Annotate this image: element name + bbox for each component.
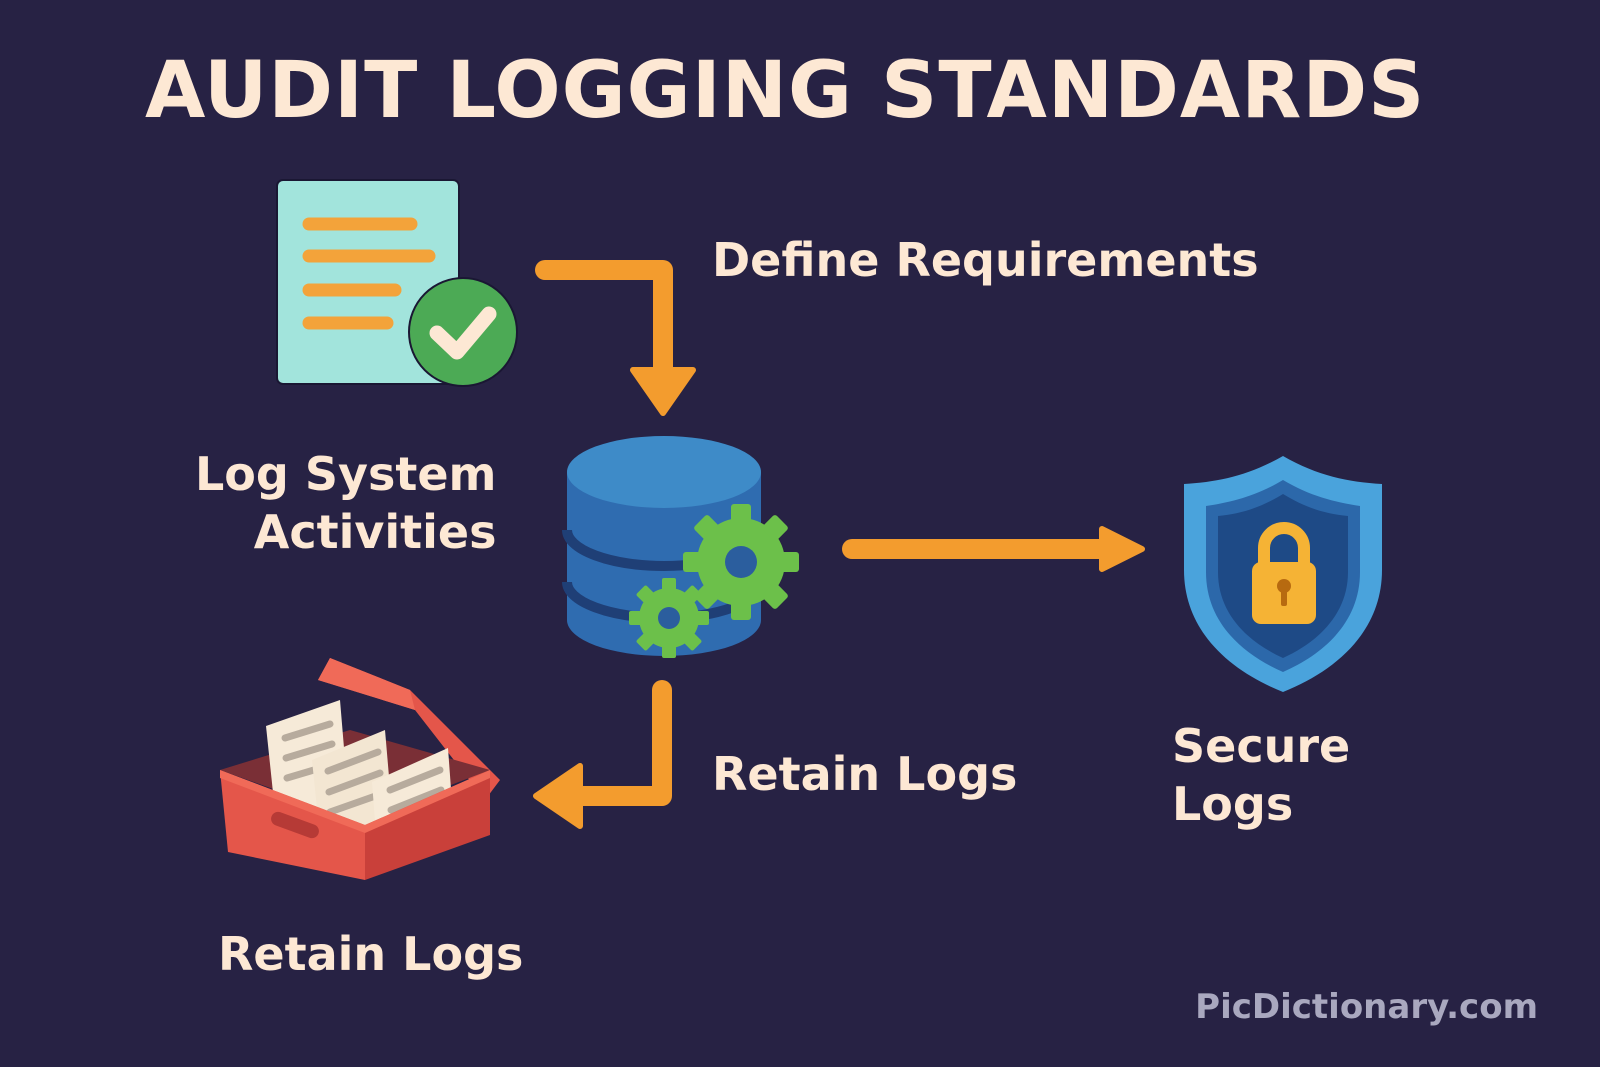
secure-logs-label: Secure Logs — [1172, 719, 1351, 831]
database-gears-icon — [562, 436, 799, 658]
retain-logs-arrow-label: Retain Logs — [712, 747, 1018, 801]
define-requirements-label: Define Requirements — [712, 233, 1259, 287]
arrow-elbow-down-icon — [535, 260, 696, 416]
arrow-elbow-left-icon — [533, 680, 672, 829]
arrow-right-icon — [842, 526, 1145, 572]
document-check-icon — [276, 179, 518, 387]
retain-logs-label: Retain Logs — [218, 927, 524, 981]
watermark: PicDictionary.com — [1195, 987, 1538, 1027]
shield-lock-icon — [1184, 456, 1382, 692]
archive-box-icon — [220, 658, 500, 880]
page-title: AUDIT LOGGING STANDARDS — [145, 46, 1426, 136]
log-system-activities-label: Log System Activities — [195, 447, 497, 559]
